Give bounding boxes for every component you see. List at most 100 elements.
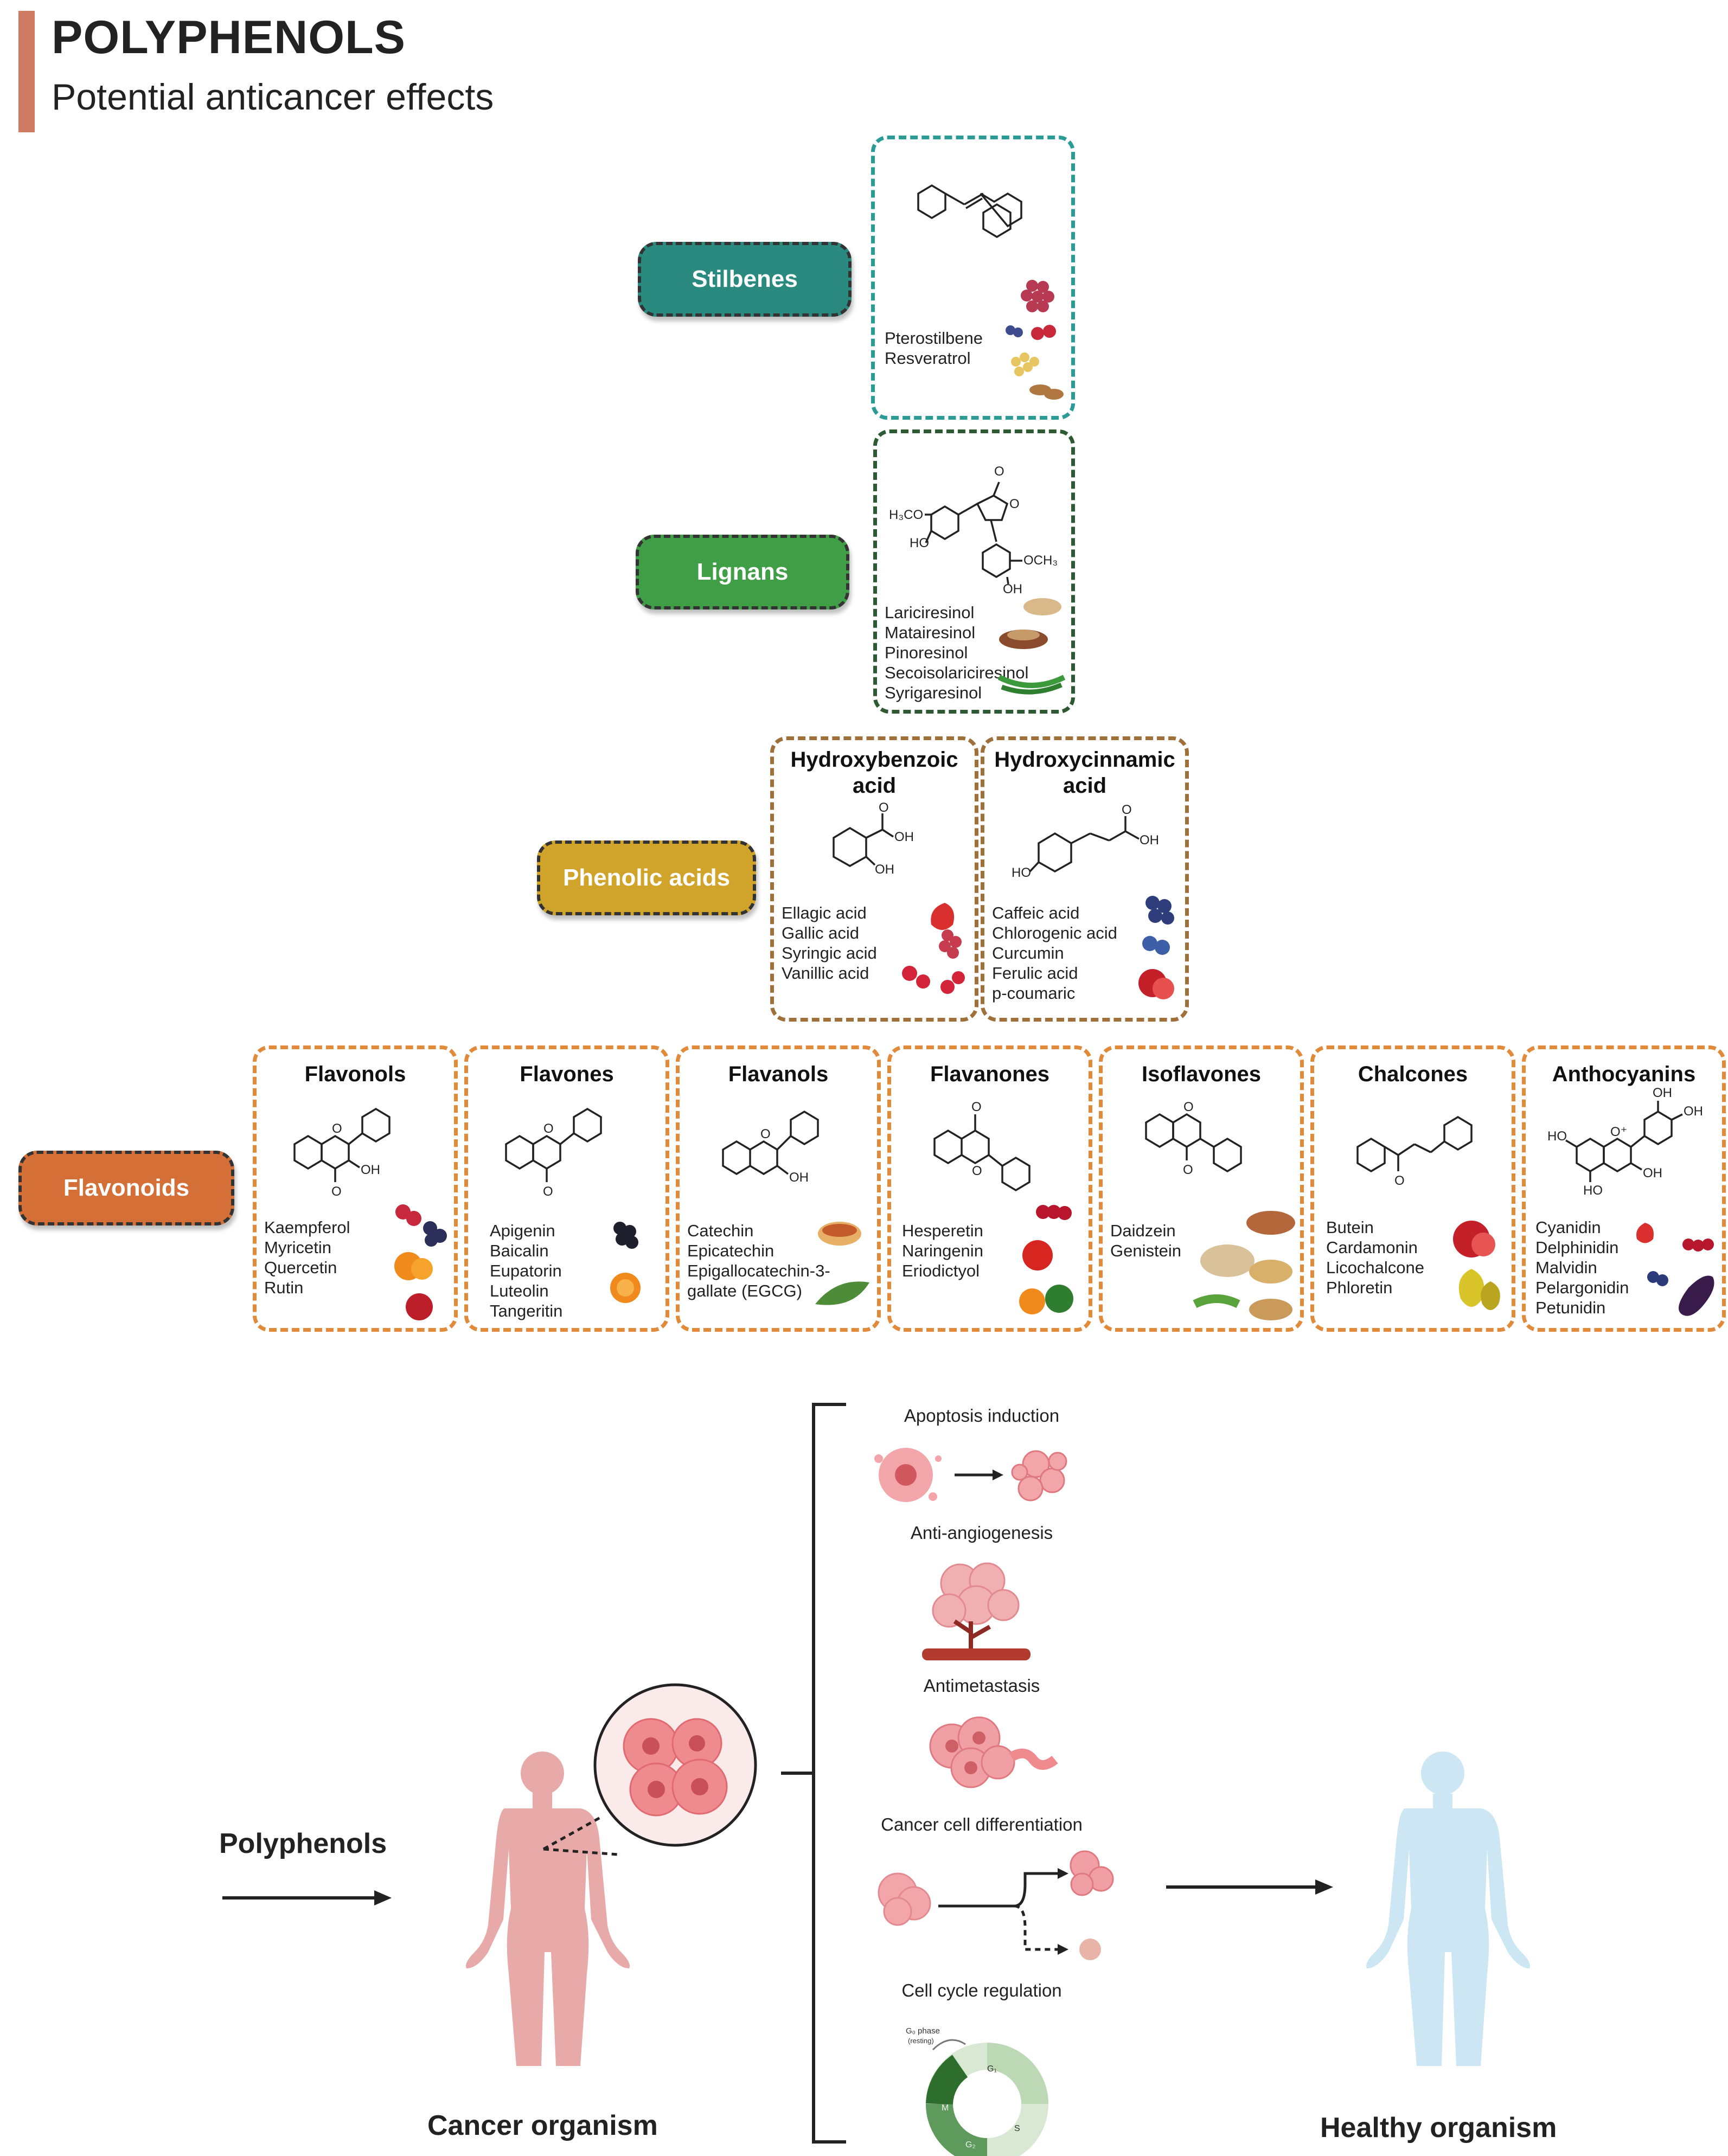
- svg-text:O: O: [1122, 803, 1132, 817]
- list-item: Eriodictyol: [902, 1261, 980, 1280]
- flavanones-title: Flavanones: [930, 1062, 1050, 1086]
- list-item: Tangeritin: [490, 1301, 563, 1320]
- list-item: Chlorogenic acid: [992, 923, 1117, 942]
- list-item: Epigallocatechin-3-: [687, 1261, 830, 1280]
- stilbenes-box: Pterostilbene Resveratrol: [871, 136, 1075, 420]
- list-item: Resveratrol: [885, 349, 971, 368]
- list-item: Apigenin: [490, 1221, 555, 1240]
- food-icons-blackberries-orange: [610, 1222, 641, 1303]
- input-arrow: [222, 1890, 392, 1905]
- svg-text:OH: OH: [361, 1163, 380, 1177]
- svg-text:OH: OH: [789, 1170, 809, 1185]
- food-icons-strawberry-cherries-eggplant: [1636, 1223, 1714, 1316]
- list-item: p-coumaric: [992, 984, 1076, 1003]
- hydroxycinnamic-structure: HO O OH: [1012, 803, 1159, 880]
- stilbenes-pill: Stilbenes: [638, 242, 852, 317]
- chalcone-structure: O: [1356, 1115, 1473, 1188]
- svg-text:M: M: [942, 2103, 949, 2113]
- lignans-label: Lignans: [696, 559, 789, 585]
- svg-text:OH: OH: [875, 862, 894, 877]
- svg-text:O⁺: O⁺: [1610, 1125, 1627, 1139]
- svg-text:HO: HO: [1012, 865, 1031, 880]
- list-item: Genistein: [1110, 1241, 1181, 1260]
- svg-text:O: O: [994, 464, 1004, 479]
- list-item: Gallic acid: [782, 923, 859, 942]
- flavanols-compound-list: Catechin Epicatechin Epigallocatechin-3-…: [687, 1221, 830, 1301]
- list-item: Eupatorin: [490, 1261, 562, 1280]
- flavonols-title: Flavonols: [304, 1062, 406, 1086]
- chalcones-compound-list: Butein Cardamonin Licochalcone Phloretin: [1326, 1217, 1424, 1298]
- list-item: Cyanidin: [1535, 1218, 1601, 1237]
- svg-text:G₂: G₂: [965, 2140, 976, 2149]
- cancer-organism-body: [466, 1751, 630, 2066]
- hydroxybenzoic-title-line2: acid: [852, 774, 897, 798]
- flavone-structure: O O: [505, 1107, 602, 1199]
- list-item: Baicalin: [490, 1241, 549, 1260]
- svg-text:O: O: [543, 1121, 554, 1136]
- anthocyanins-title: Anthocyanins: [1552, 1062, 1696, 1086]
- list-item: gallate (EGCG): [687, 1281, 802, 1300]
- svg-text:O: O: [1183, 1100, 1194, 1114]
- page-subtitle: Potential anticancer effects: [52, 76, 494, 118]
- food-icons-grapes-berries-soy-nuts: [1006, 280, 1064, 400]
- list-item: Delphinidin: [1535, 1238, 1619, 1257]
- apoptosis-illustration: [874, 1448, 1067, 1502]
- list-item: Myricetin: [264, 1238, 332, 1257]
- list-item: Naringenin: [902, 1241, 983, 1260]
- list-item: Luteolin: [490, 1281, 549, 1300]
- effect-cell-cycle-label: Cell cycle regulation: [901, 1980, 1062, 2000]
- effect-anti-angiogenesis-label: Anti-angiogenesis: [910, 1523, 1053, 1543]
- svg-text:OCH₃: OCH₃: [1023, 553, 1058, 568]
- anti-angiogenesis-illustration: [922, 1562, 1031, 1660]
- lignans-box: O O H₃CO HO OCH₃ OH Lariciresinol Matair…: [873, 429, 1075, 714]
- isoflavones-title: Isoflavones: [1141, 1062, 1262, 1086]
- anthocyanins-compound-list: Cyanidin Delphinidin Malvidin Pelargonid…: [1535, 1217, 1629, 1318]
- effect-differentiation-label: Cancer cell differentiation: [881, 1814, 1083, 1834]
- lignan-structure: O O H₃CO HO OCH₃ OH: [889, 464, 1058, 596]
- cancer-organism-label: Cancer organism: [427, 2110, 658, 2141]
- svg-text:(resting): (resting): [908, 2037, 934, 2045]
- list-item: Matairesinol: [885, 623, 976, 642]
- hydroxybenzoic-title-line1: Hydroxybenzoic: [790, 748, 958, 772]
- svg-text:O: O: [543, 1184, 553, 1199]
- list-item: Ellagic acid: [782, 903, 867, 922]
- svg-text:O: O: [760, 1127, 771, 1141]
- list-item: Ferulic acid: [992, 964, 1078, 983]
- hydroxybenzoic-acid-box: Hydroxybenzoic acid O OH OH Ellagic acid…: [770, 736, 978, 1022]
- isoflavones-box: Isoflavones O O Daidzein Genistein: [1099, 1045, 1304, 1332]
- list-item: Licochalcone: [1326, 1258, 1424, 1277]
- list-item: Catechin: [687, 1221, 754, 1240]
- list-item: Phloretin: [1326, 1278, 1393, 1297]
- list-item: Malvidin: [1535, 1258, 1597, 1277]
- food-icons-legumes-seeds: [1193, 1211, 1295, 1320]
- list-item: Pinoresinol: [885, 643, 968, 662]
- phenolic-acids-label: Phenolic acids: [562, 864, 731, 891]
- hydroxycinnamic-title-line1: Hydroxycinnamic: [994, 748, 1175, 772]
- food-icons-apple-pear: [1453, 1221, 1500, 1310]
- list-item: Vanillic acid: [782, 964, 869, 983]
- flavonol-structure: O OH O: [293, 1107, 391, 1199]
- chalcones-box: Chalcones O Butein Cardamonin Licochalco…: [1310, 1045, 1515, 1332]
- food-icons-blueberries-apple: [1138, 896, 1174, 999]
- cancer-cells-magnified: [593, 1683, 757, 1847]
- flavonols-compound-list: Kaempferol Myricetin Quercetin Rutin: [264, 1217, 350, 1298]
- stilbene-structure: [917, 184, 1022, 239]
- effects-bracket: [781, 1403, 846, 2144]
- list-item: Pelargonidin: [1535, 1278, 1629, 1297]
- hydroxycinnamic-acid-box: Hydroxycinnamic acid HO O OH Caffeic aci…: [981, 736, 1189, 1022]
- polyphenols-input-label: Polyphenols: [219, 1828, 387, 1859]
- flavonols-box: Flavonols O OH O Kaempferol Myricetin Qu…: [253, 1045, 458, 1332]
- stilbenes-label: Stilbenes: [692, 266, 798, 292]
- svg-text:OH: OH: [1643, 1166, 1662, 1180]
- svg-text:G₀ phase: G₀ phase: [906, 2026, 940, 2036]
- healthy-organism-label: Healthy organism: [1320, 2112, 1557, 2144]
- svg-text:OH: OH: [1653, 1086, 1672, 1100]
- effect-apoptosis-label: Apoptosis induction: [904, 1406, 1060, 1426]
- flavonoids-pill: Flavonoids: [18, 1151, 234, 1225]
- lignans-pill: Lignans: [636, 535, 849, 609]
- svg-text:OH: OH: [1684, 1104, 1703, 1119]
- list-item: Pterostilbene: [885, 329, 983, 348]
- food-icons-cherries-tomato-orange: [1019, 1205, 1073, 1314]
- flavonoids-label: Flavonoids: [63, 1175, 190, 1201]
- list-item: Epicatechin: [687, 1241, 775, 1260]
